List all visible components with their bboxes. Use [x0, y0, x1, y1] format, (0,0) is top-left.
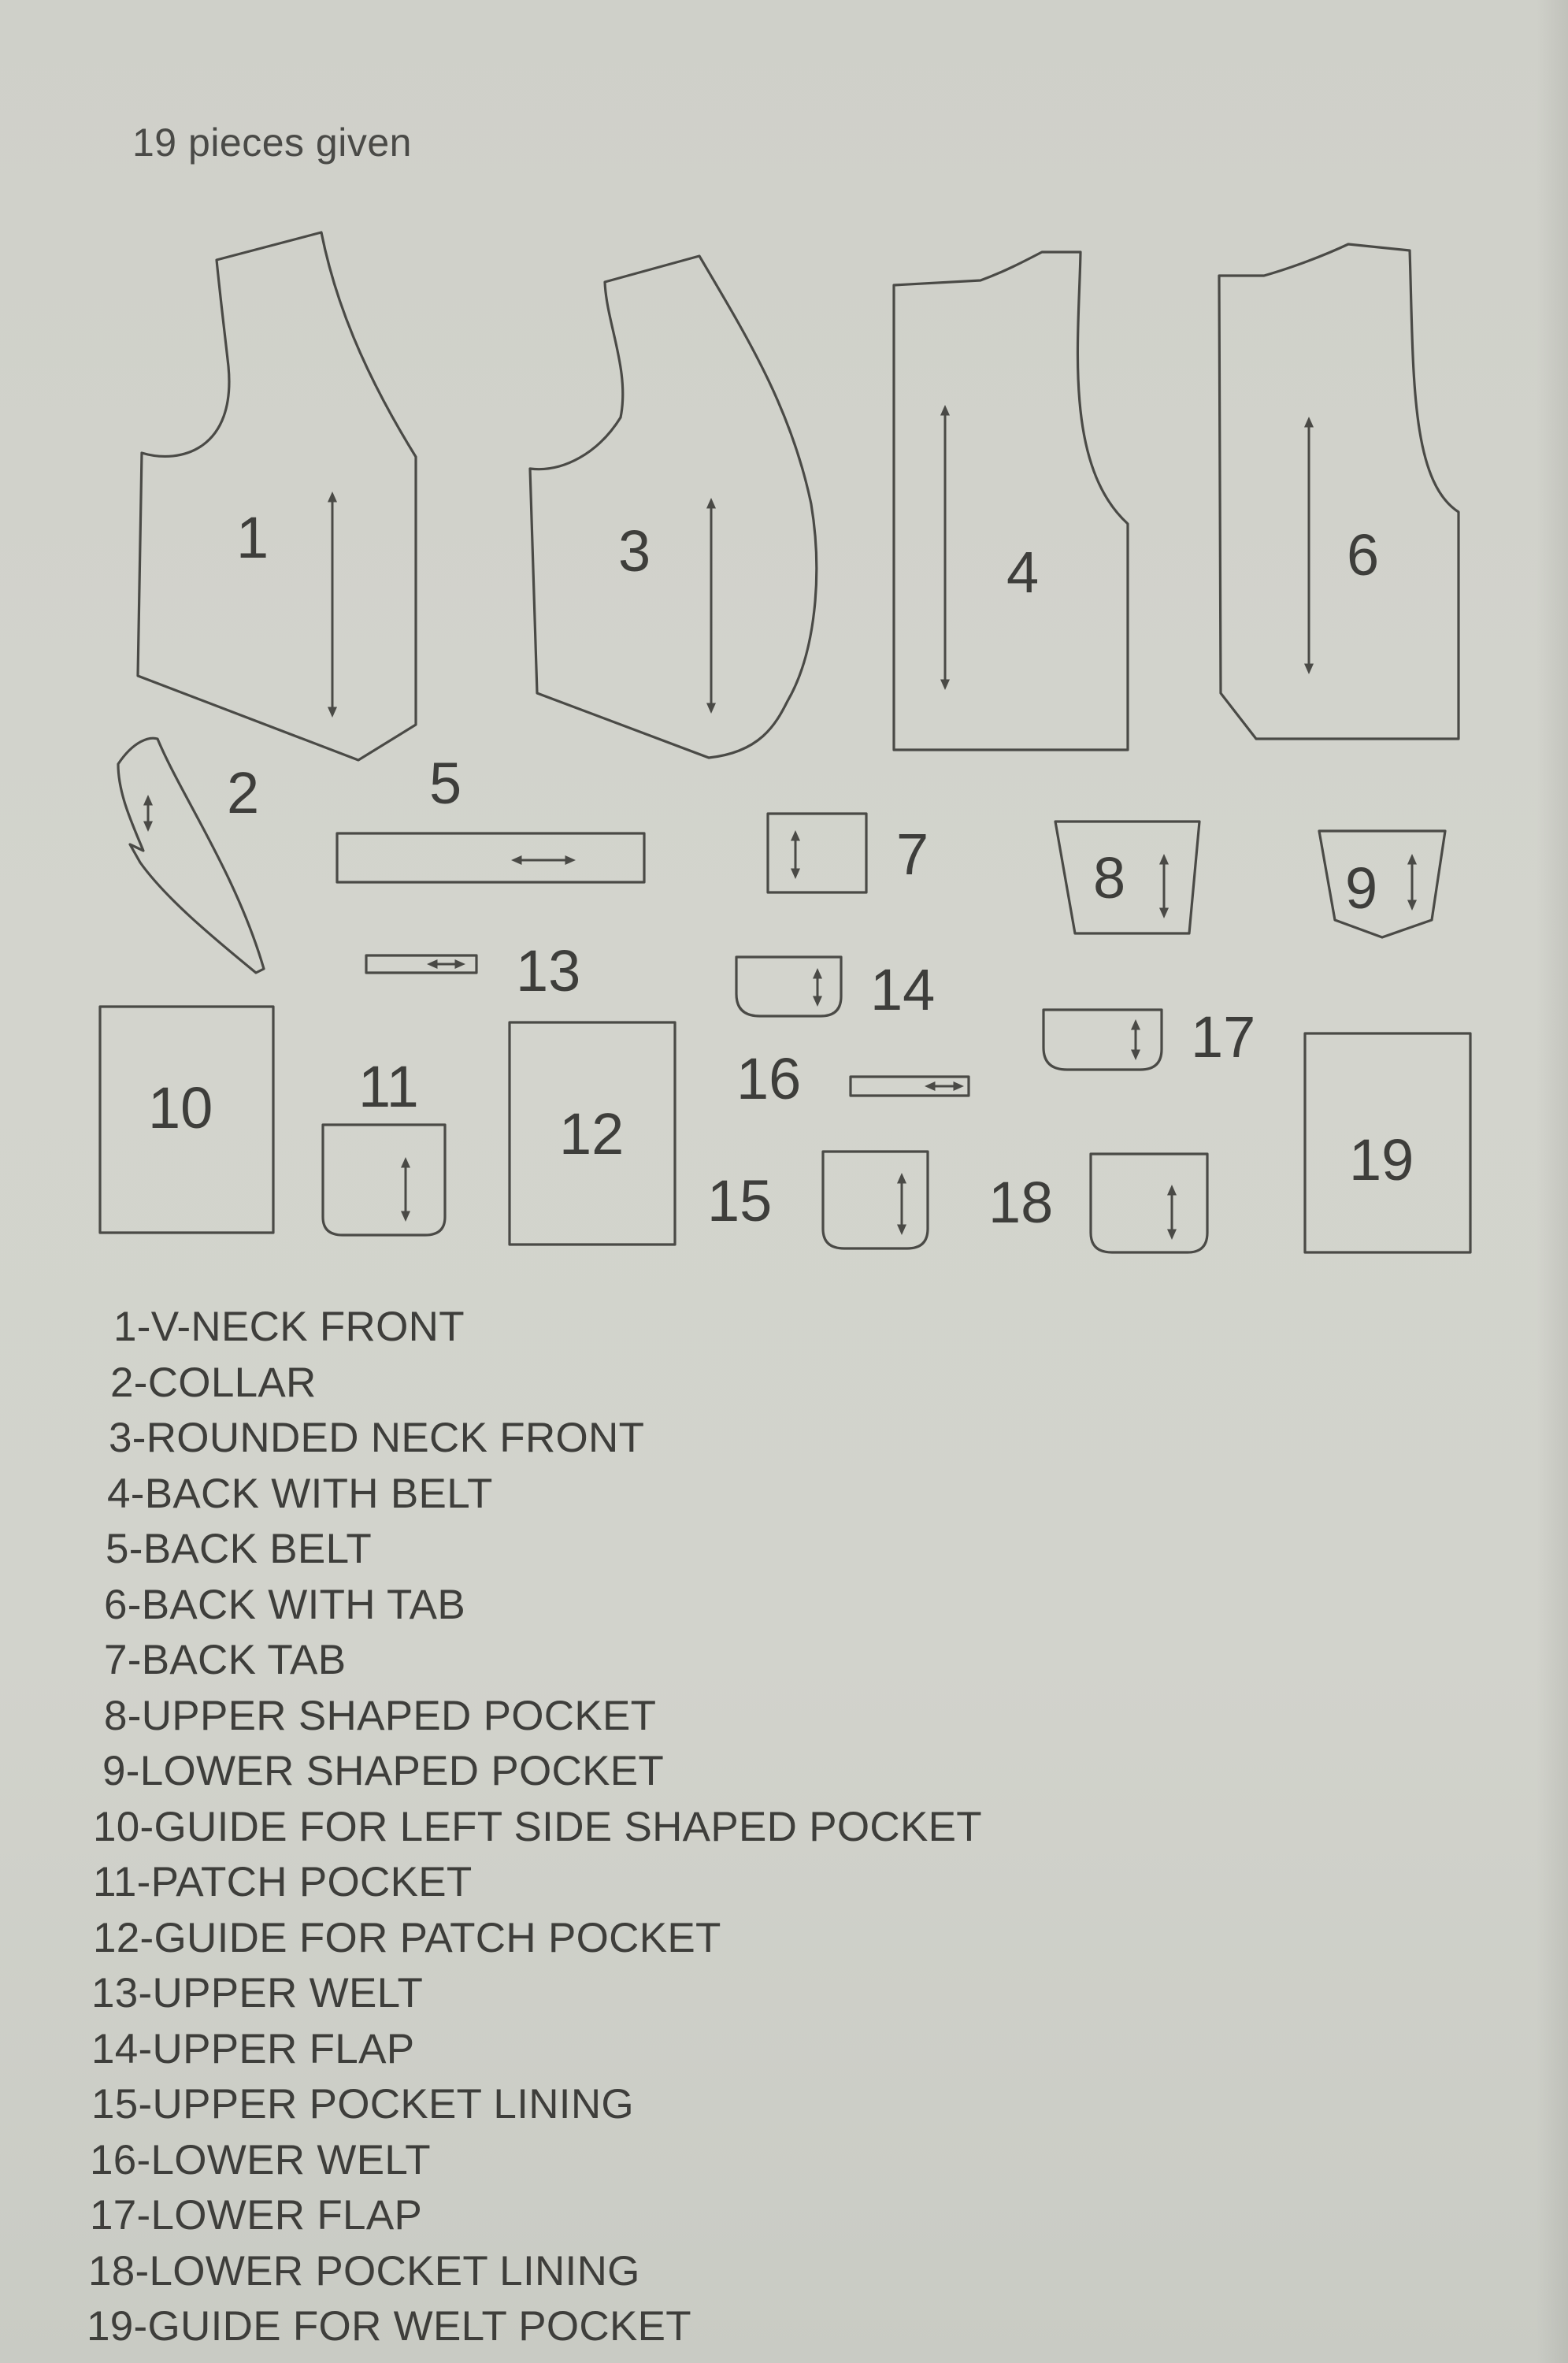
pattern-pieces-diagram: 1 2 3 4 5 6 7 8 — [98, 231, 1472, 1254]
piece-number-6: 6 — [1347, 522, 1379, 588]
piece-6-back-with-tab: 6 — [1218, 243, 1460, 740]
legend-item: 10-GUIDE FOR LEFT SIDE SHAPED POCKET — [93, 1803, 982, 1850]
piece-number-14: 14 — [870, 957, 935, 1022]
piece-14-upper-flap: 14 — [735, 955, 935, 1022]
piece-number-8: 8 — [1093, 845, 1125, 911]
piece-number-5: 5 — [429, 751, 462, 816]
piece-number-9: 9 — [1345, 855, 1377, 921]
legend-item: 15-UPPER POCKET LINING — [91, 2081, 634, 2127]
piece-3-rounded-neck-front: 3 — [528, 254, 818, 759]
legend-item: 8-UPPER SHAPED POCKET — [104, 1692, 657, 1739]
legend-item: 14-UPPER FLAP — [91, 2025, 415, 2072]
legend-item: 2-COLLAR — [110, 1359, 317, 1406]
piece-2-collar: 2 — [117, 736, 265, 974]
piece-number-10: 10 — [148, 1075, 213, 1141]
piece-13-upper-welt: 13 — [365, 938, 580, 1003]
piece-19-guide-welt-pocket: 19 — [1303, 1032, 1472, 1254]
legend-item: 4-BACK WITH BELT — [107, 1470, 493, 1517]
legend-item: 6-BACK WITH TAB — [104, 1581, 465, 1628]
piece-number-12: 12 — [559, 1101, 624, 1167]
legend-item: 11-PATCH POCKET — [93, 1859, 473, 1905]
piece-number-15: 15 — [707, 1168, 772, 1233]
piece-17-lower-flap: 17 — [1042, 1004, 1255, 1071]
pieces-legend: 1-V-NECK FRONT 2-COLLAR 3-ROUNDED NECK F… — [87, 1300, 1189, 2355]
legend-item: 16-LOWER WELT — [90, 2136, 431, 2183]
paper-edge-shadow — [1536, 0, 1568, 2363]
piece-16-lower-welt: 16 — [736, 1046, 970, 1111]
legend-item: 12-GUIDE FOR PATCH POCKET — [93, 1914, 721, 1961]
legend-item: 13-UPPER WELT — [91, 1970, 424, 2016]
legend-item: 18-LOWER POCKET LINING — [88, 2247, 640, 2294]
piece-number-19: 19 — [1349, 1127, 1414, 1193]
piece-number-11: 11 — [358, 1054, 419, 1119]
piece-12-guide-patch-pocket: 12 — [508, 1021, 677, 1246]
legend-item: 17-LOWER FLAP — [90, 2192, 423, 2239]
piece-number-17: 17 — [1191, 1004, 1255, 1070]
piece-number-3: 3 — [618, 518, 651, 584]
piece-11-patch-pocket: 11 — [321, 1054, 447, 1237]
piece-number-18: 18 — [988, 1170, 1053, 1235]
piece-1-v-neck-front: 1 — [136, 231, 417, 762]
piece-number-1: 1 — [236, 505, 269, 570]
legend-item: 7-BACK TAB — [104, 1637, 347, 1683]
piece-10-guide-left-side-shaped-pocket: 10 — [98, 1005, 275, 1234]
piece-5-back-belt: 5 — [335, 751, 646, 884]
piece-number-13: 13 — [516, 938, 580, 1003]
piece-number-4: 4 — [1006, 540, 1039, 605]
piece-4-back-with-belt: 4 — [892, 250, 1129, 751]
piece-15-upper-pocket-lining: 15 — [707, 1150, 929, 1250]
legend-item: 5-BACK BELT — [106, 1526, 373, 1572]
pieces-count-heading: 19 pieces given — [132, 121, 412, 165]
piece-18-lower-pocket-lining: 18 — [988, 1152, 1209, 1254]
piece-7-back-tab: 7 — [766, 812, 929, 894]
piece-number-2: 2 — [227, 760, 259, 825]
legend-item: 9-LOWER SHAPED POCKET — [102, 1748, 665, 1794]
piece-8-upper-shaped-pocket: 8 — [1054, 820, 1201, 935]
legend-item: 3-ROUNDED NECK FRONT — [109, 1415, 645, 1461]
piece-number-7: 7 — [896, 822, 929, 887]
piece-number-16: 16 — [736, 1046, 801, 1111]
legend-item: 19-GUIDE FOR WELT POCKET — [87, 2303, 691, 2350]
piece-9-lower-shaped-pocket: 9 — [1318, 829, 1447, 939]
legend-item: 1-V-NECK FRONT — [113, 1304, 465, 1350]
